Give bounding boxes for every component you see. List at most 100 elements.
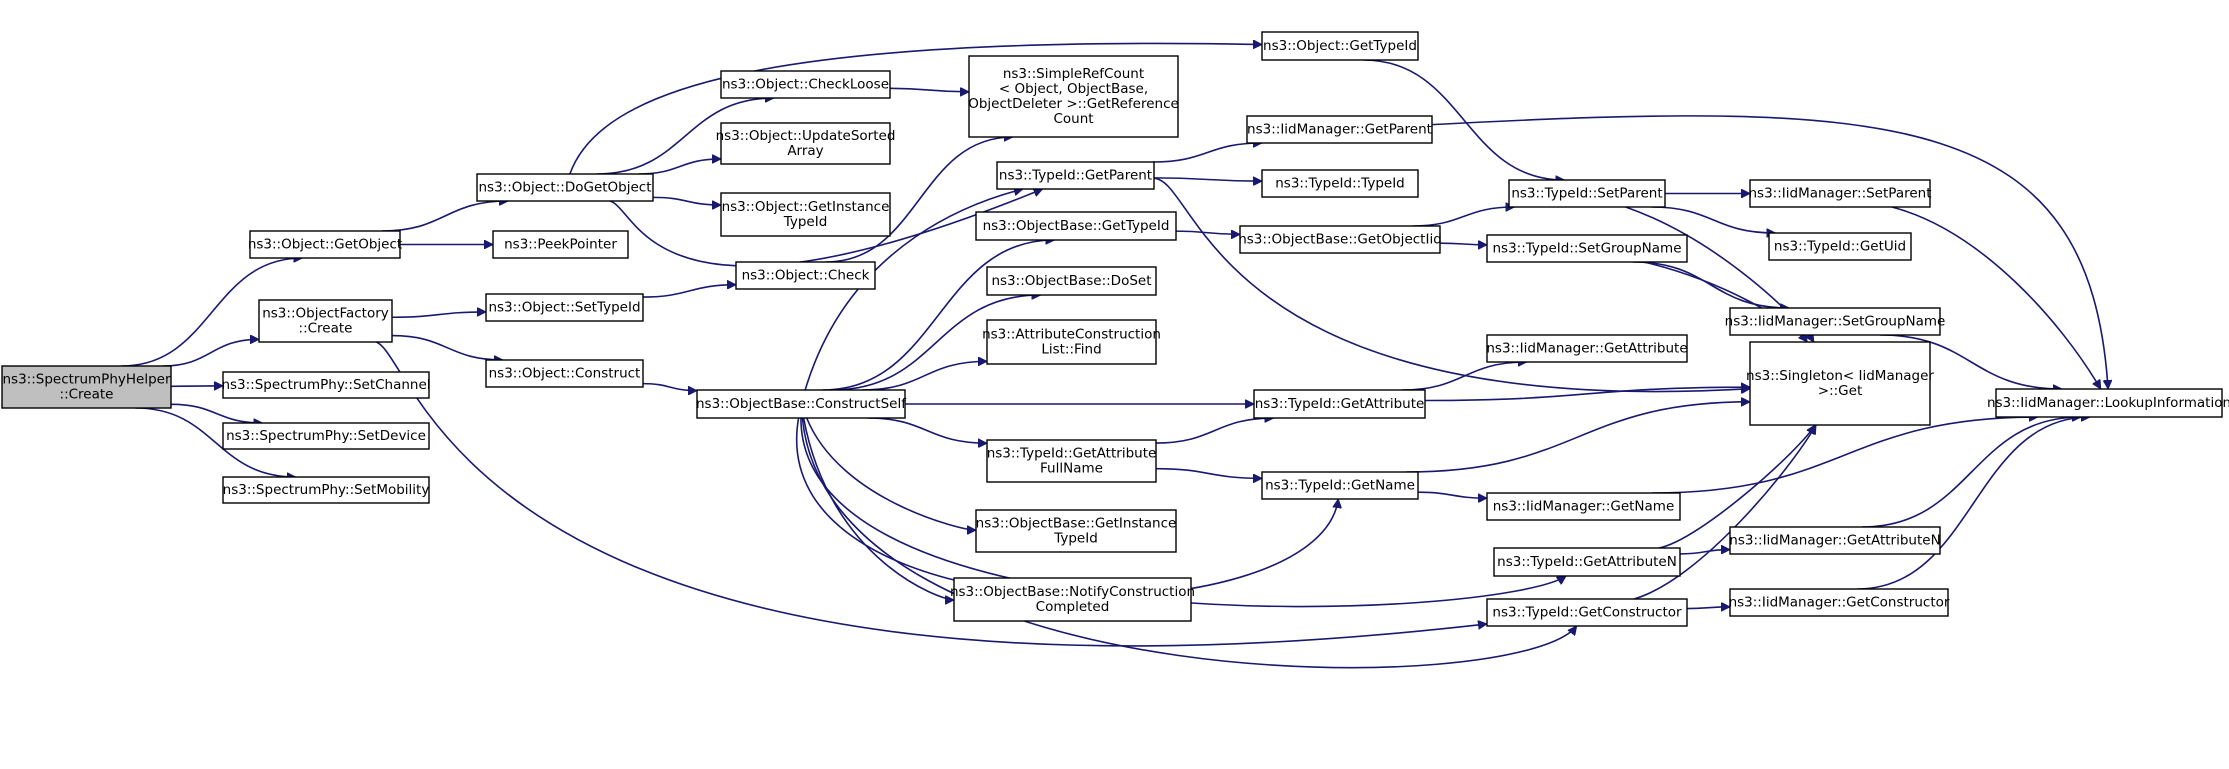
node-ob_doset[interactable]: ns3::ObjectBase::DoSet [986, 266, 1157, 296]
node-box [986, 266, 1157, 296]
node-singleton[interactable]: ns3::Singleton< IidManager >::Get [1746, 341, 1934, 426]
node-label-line: ns3::TypeId::GetConstructor [1492, 605, 1682, 621]
edge-constructself-to-acl_find [862, 361, 987, 391]
edge-iid_setparent-to-iid_lookup [1891, 206, 2102, 389]
node-tid_getparent[interactable]: ns3::TypeId::GetParent [996, 161, 1155, 190]
node-box [485, 293, 644, 322]
node-label-line: ns3::SpectrumPhy::SetMobility [223, 482, 430, 498]
edge-obj_gettypeid-to-tid_setparent [1363, 59, 1564, 180]
node-label-line: ns3::SpectrumPhy::SetDevice [226, 428, 426, 444]
node-label-line: ObjectDeleter >::GetReference [968, 96, 1179, 112]
node-factory[interactable]: ns3::ObjectFactory::Create [258, 299, 393, 343]
node-box [1486, 598, 1688, 627]
node-label-line: ns3::IidManager::GetConstructor [1729, 595, 1950, 611]
edge-iid_getconstructor-to-iid_lookup [1857, 417, 2090, 590]
node-label-line: ns3::PeekPointer [504, 237, 617, 253]
node-label-line: ns3::SimpleRefCount [1003, 66, 1144, 82]
edge-root-to-setmobility [135, 407, 295, 477]
edge-tid_setgroupname-to-iid_setgroupname [1632, 261, 1789, 308]
node-label-line: ns3::IidManager::LookupInformation [1987, 395, 2229, 411]
node-iid_getattribute[interactable]: ns3::IidManager::GetAttribute [1486, 334, 1688, 363]
node-check[interactable]: ns3::Object::Check [735, 261, 876, 290]
node-box [696, 389, 906, 419]
node-iid_getattributen[interactable]: ns3::IidManager::GetAttributeN [1729, 526, 1941, 555]
node-box [1508, 179, 1666, 208]
node-iid_setparent[interactable]: ns3::IidManager::SetParent [1749, 179, 1932, 208]
node-getobject[interactable]: ns3::Object::GetObject [248, 230, 402, 259]
node-setdevice[interactable]: ns3::SpectrumPhy::SetDevice [222, 422, 430, 450]
node-box [1729, 588, 1949, 617]
node-tid_getname[interactable]: ns3::TypeId::GetName [1261, 471, 1419, 500]
edge-tid_getattribute-to-iid_getattribute [1401, 362, 1527, 391]
node-iid_getconstructor[interactable]: ns3::IidManager::GetConstructor [1729, 588, 1950, 617]
edge-tid_getattributen-to-iid_getattributen [1679, 550, 1730, 555]
node-box [720, 70, 891, 99]
edge-tid_getname-to-singleton [1406, 402, 1750, 473]
node-tid_getconstructor[interactable]: ns3::TypeId::GetConstructor [1486, 598, 1688, 627]
edge-tid_getparent-to-iid_getparent [1152, 143, 1262, 163]
edge-settypeid-to-check [642, 285, 736, 298]
edge-iid_setgroupname-to-iid_lookup [1880, 334, 2062, 389]
node-box [492, 230, 629, 259]
node-label-line: ns3::IidManager::SetParent [1749, 186, 1932, 202]
node-setchannel[interactable]: ns3::SpectrumPhy::SetChannel [221, 371, 431, 399]
node-label-line: ns3::IidManager::GetName [1493, 499, 1675, 515]
node-tid_typeid[interactable]: ns3::TypeId::TypeId [1261, 169, 1419, 198]
node-label-line: ns3::ObjectBase::GetObjectIid [1238, 232, 1442, 248]
node-label-line: TypeId [1053, 531, 1098, 547]
node-box [953, 577, 1192, 622]
node-box [1486, 234, 1688, 263]
edge-ob_getobjectiid-to-tid_setgroupname [1439, 243, 1487, 245]
node-tid_setparent[interactable]: ns3::TypeId::SetParent [1508, 179, 1666, 208]
node-ob_getobjectiid[interactable]: ns3::ObjectBase::GetObjectIid [1238, 225, 1442, 254]
edge-constructself-to-tid_getattrfull [867, 417, 987, 443]
node-setmobility[interactable]: ns3::SpectrumPhy::SetMobility [222, 476, 430, 504]
node-peekpointer[interactable]: ns3::PeekPointer [492, 230, 629, 259]
node-refcount[interactable]: ns3::SimpleRefCount< Object, ObjectBase,… [968, 55, 1179, 138]
node-ob_notify[interactable]: ns3::ObjectBase::NotifyConstructionCompl… [950, 577, 1195, 622]
node-label-line: ns3::AttributeConstruction [982, 327, 1161, 343]
node-checkloose[interactable]: ns3::Object::CheckLoose [720, 70, 891, 99]
edge-tid_getattrfull-to-tid_getname [1155, 467, 1262, 479]
node-box [1486, 492, 1681, 521]
edge-iid_getattributen-to-iid_lookup [1861, 417, 2081, 528]
node-root[interactable]: ns3::SpectrumPhyHelper::Create [1, 365, 172, 409]
node-construct[interactable]: ns3::Object::Construct [485, 359, 644, 388]
node-label-line: ns3::Object::Check [742, 268, 870, 284]
node-obj_gettypeid[interactable]: ns3::Object::GetTypeId [1261, 31, 1419, 61]
node-label-line: ns3::TypeId::SetGroupName [1492, 241, 1681, 257]
node-dogetobject[interactable]: ns3::Object::DoGetObject [476, 173, 654, 202]
node-iid_setgroupname[interactable]: ns3::IidManager::SetGroupName [1725, 307, 1946, 336]
node-label-line: ns3::IidManager::SetGroupName [1725, 314, 1946, 330]
node-ob_gettypeid[interactable]: ns3::ObjectBase::GetTypeId [975, 211, 1177, 241]
edge-constructself-to-ob_getinstance [805, 417, 976, 530]
node-label-line: ns3::Object::GetObject [248, 237, 402, 253]
node-label-line: ::Create [299, 321, 353, 337]
node-box [720, 192, 891, 237]
node-tid_getattribute[interactable]: ns3::TypeId::GetAttribute [1253, 389, 1426, 419]
node-label-line: >::Get [1818, 383, 1862, 399]
node-label-line: ns3::SpectrumPhyHelper [2, 372, 170, 388]
node-label-line: < Object, ObjectBase, [999, 81, 1148, 97]
node-label-line: ns3::ObjectBase::GetTypeId [983, 218, 1170, 234]
node-constructself[interactable]: ns3::ObjectBase::ConstructSelf [696, 389, 907, 419]
node-iid_lookup[interactable]: ns3::IidManager::LookupInformation [1987, 388, 2229, 418]
node-tid_getattributen[interactable]: ns3::TypeId::GetAttributeN [1493, 547, 1681, 577]
node-label-line: ns3::ObjectFactory [262, 306, 389, 322]
node-box [996, 161, 1155, 190]
node-iid_getparent[interactable]: ns3::IidManager::GetParent [1246, 115, 1433, 144]
node-box [1253, 389, 1426, 419]
node-label-line: ns3::TypeId::GetUid [1774, 239, 1906, 255]
node-iid_getname[interactable]: ns3::IidManager::GetName [1486, 492, 1681, 521]
edge-dogetobject-to-getinstance [652, 196, 721, 205]
edge-dogetobject-to-checkloose [596, 98, 774, 175]
node-tid_getuid[interactable]: ns3::TypeId::GetUid [1768, 232, 1912, 261]
edge-tid_getname-to-iid_getname [1417, 491, 1487, 498]
node-settypeid[interactable]: ns3::Object::SetTypeId [485, 293, 644, 322]
node-tid_setgroupname[interactable]: ns3::TypeId::SetGroupName [1486, 234, 1688, 263]
